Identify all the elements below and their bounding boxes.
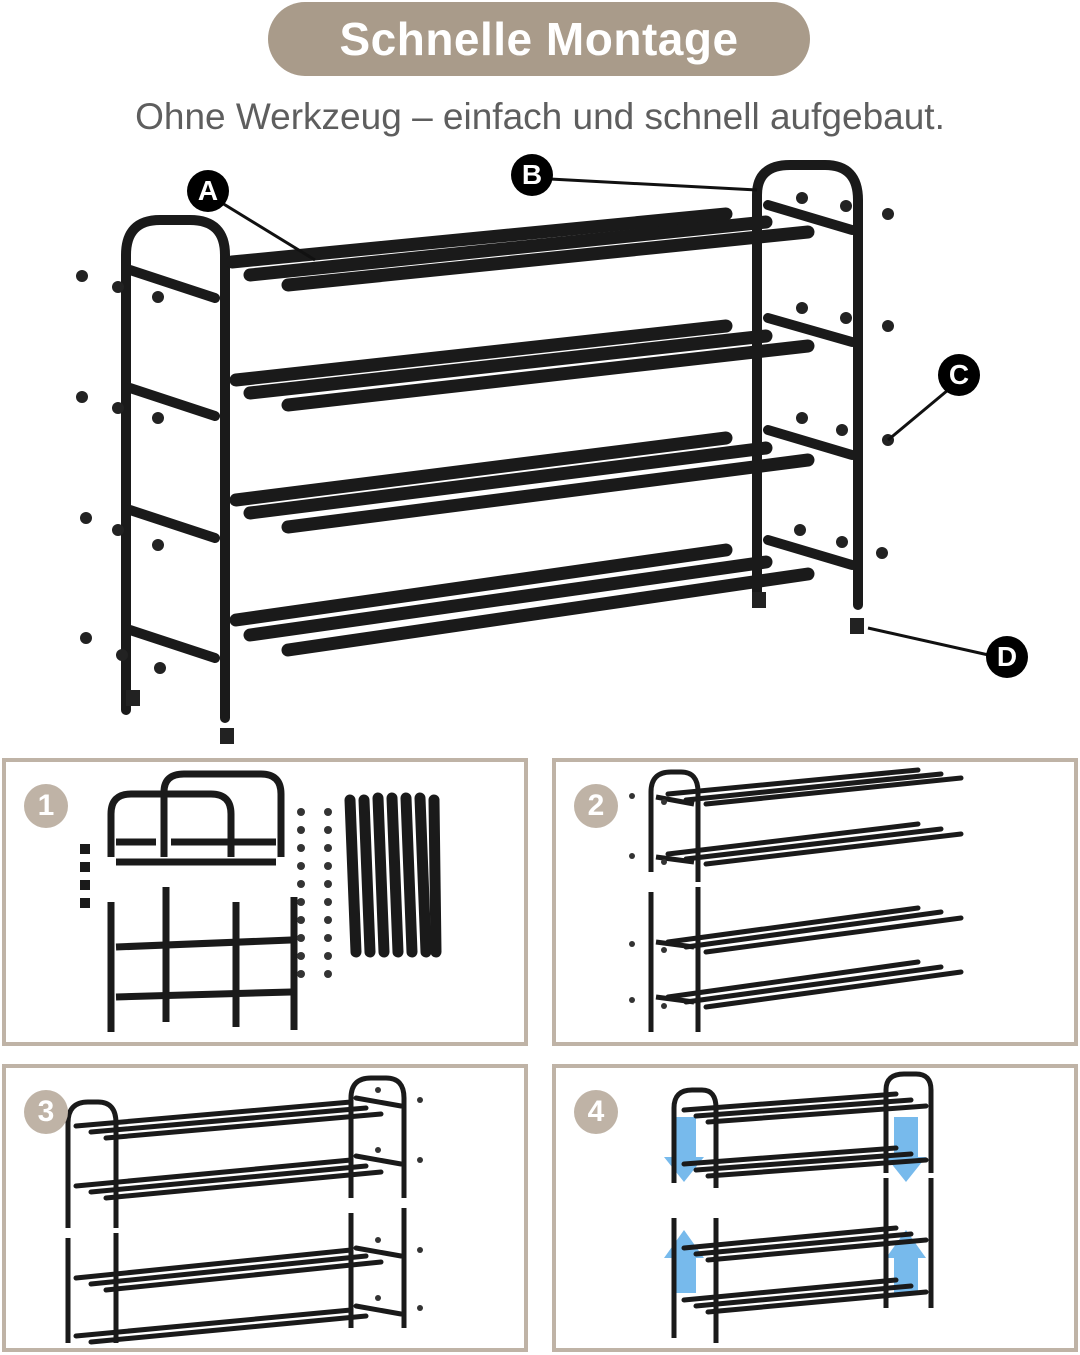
page-title: Schnelle Montage (339, 13, 739, 65)
attach-frames-icon (65, 1075, 423, 1345)
step-number-1: 1 (24, 784, 68, 828)
callout-b: B (511, 154, 553, 196)
callout-c: C (938, 354, 980, 396)
step-number-4: 4 (574, 1090, 618, 1134)
step-number-2: 2 (574, 784, 618, 828)
step-number-3: 3 (24, 1090, 68, 1134)
title-badge: Schnelle Montage (268, 2, 810, 76)
step-panel-2: 2 (552, 758, 1078, 1046)
page-subtitle: Ohne Werkzeug – einfach und schnell aufg… (135, 96, 945, 137)
callout-d: D (986, 636, 1028, 678)
callout-a: A (187, 170, 229, 212)
stack-tiers-icon (664, 1071, 934, 1343)
step-panel-3: 3 (2, 1064, 528, 1352)
parts-kit-icon (80, 770, 442, 1032)
insert-tubes-icon (629, 767, 964, 1032)
step-panel-1: 1 (2, 758, 528, 1046)
step-panel-4: 4 (552, 1064, 1078, 1352)
exploded-rack-illustration (76, 160, 994, 744)
